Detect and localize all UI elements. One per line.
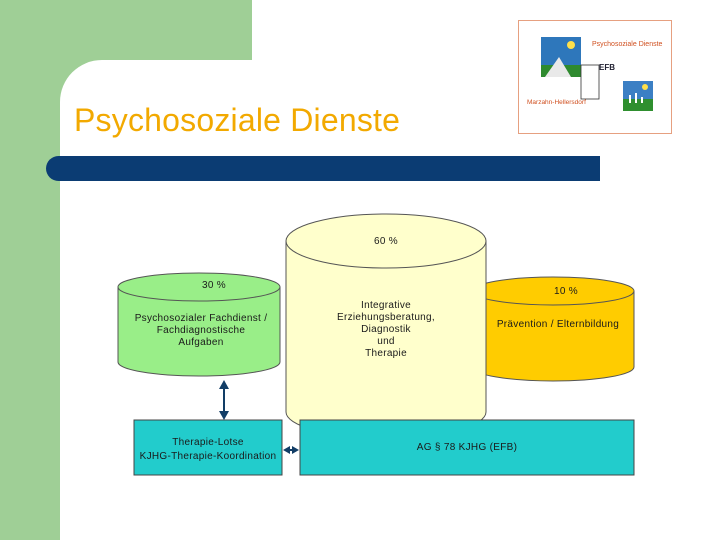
left-percent: 30 % [202, 280, 226, 291]
left-box-line-2: KJHG-Therapie-Koordination [139, 451, 277, 462]
right-cylinder [471, 276, 635, 382]
vertical-arrow [219, 380, 229, 420]
left-box-label: Therapie-Lotse KJHG-Therapie-Koordinatio… [134, 436, 282, 464]
center-cylinder [285, 213, 487, 439]
left-box-line-1: Therapie-Lotse [172, 437, 244, 448]
right-label: Prävention / Elternbildung [480, 319, 636, 331]
slide-title: Psychosoziale Dienste [74, 102, 401, 138]
left-line-3: Aufgaben [178, 337, 224, 348]
logo-efb: EFB [599, 63, 615, 72]
center-percent: 60 % [374, 236, 398, 247]
center-line-1: Integrative [361, 300, 411, 311]
right-percent: 10 % [554, 286, 578, 297]
right-box-line-1: AG § 78 KJHG (EFB) [416, 442, 518, 453]
title-rule-bar [46, 156, 600, 181]
center-line-5: Therapie [365, 348, 407, 359]
left-green-band [0, 0, 60, 540]
left-line-2: Fachdiagnostische [156, 325, 246, 336]
logo-footer: Marzahn-Hellersdorf [527, 99, 586, 106]
logo-title: Psychosoziale Dienste [592, 41, 663, 48]
horizontal-arrow [283, 446, 299, 454]
center-line-2: Erziehungsberatung, [337, 312, 435, 323]
left-line-1: Psychosozialer Fachdienst / [134, 313, 268, 324]
center-label: Integrative Erziehungsberatung, Diagnost… [326, 300, 446, 360]
right-line-1: Prävention / Elternbildung [496, 319, 620, 330]
center-line-4: und [377, 336, 395, 347]
logo-graphic [541, 37, 653, 111]
right-box-label: AG § 78 KJHG (EFB) [300, 441, 634, 455]
left-cylinder [117, 272, 281, 377]
left-box [133, 419, 283, 476]
left-label: Psychosozialer Fachdienst / Fachdiagnost… [126, 313, 276, 349]
center-line-3: Diagnostik [361, 324, 411, 335]
logo: Psychosoziale Dienste EFB Marzahn-Heller… [518, 20, 672, 134]
right-box [299, 419, 635, 476]
